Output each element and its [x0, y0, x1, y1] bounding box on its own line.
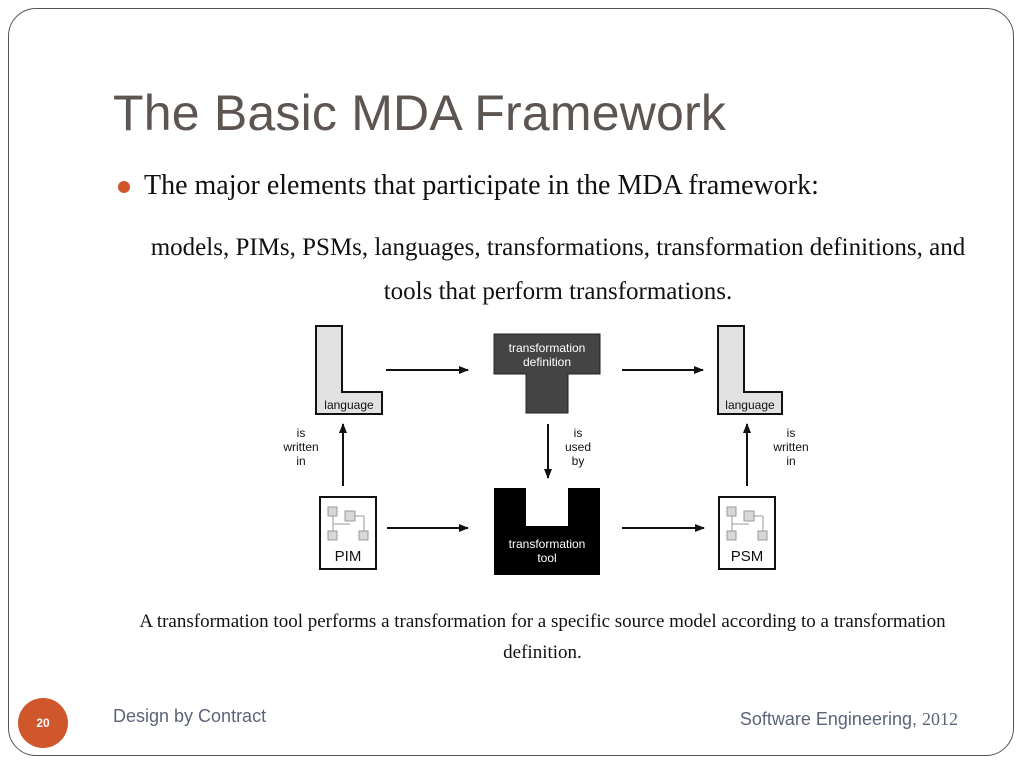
is-written-in-right-label: is written in	[772, 426, 808, 468]
language-right-label: language	[725, 398, 775, 412]
bullet-text: The major elements that participate in t…	[144, 170, 819, 201]
psm-label: PSM	[731, 548, 764, 565]
slide-title: The Basic MDA Framework	[113, 85, 727, 141]
language-left-node: language	[315, 325, 383, 415]
transformation-tool-label-line1: transformation	[509, 537, 586, 551]
footer-left-text: Design by Contract	[113, 706, 267, 726]
pim-node: PIM	[319, 496, 377, 570]
transformation-tool-label-line2: tool	[537, 551, 556, 565]
transformation-tool-node: transformation tool	[494, 488, 600, 575]
svg-text:is: is	[297, 426, 306, 440]
page-number-badge: 20	[18, 698, 68, 748]
svg-text:by: by	[572, 454, 585, 468]
footer-course-text: Software Engineering,	[739, 709, 917, 729]
is-used-by-label: is used by	[565, 426, 591, 468]
bullet-dot-icon	[118, 181, 130, 193]
pim-label: PIM	[335, 548, 362, 565]
svg-text:used: used	[565, 440, 591, 454]
is-written-in-left-label: is written in	[282, 426, 318, 468]
svg-text:in: in	[296, 454, 305, 468]
svg-text:is: is	[574, 426, 583, 440]
model-diagram-icon	[726, 506, 768, 541]
bullet-item: The major elements that participate in t…	[118, 170, 819, 202]
psm-node: PSM	[718, 496, 776, 570]
svg-text:written: written	[772, 440, 808, 454]
transformation-definition-label-line2: definition	[523, 355, 571, 369]
svg-text:in: in	[786, 454, 795, 468]
model-diagram-icon	[327, 506, 369, 541]
slide-frame	[8, 8, 1014, 756]
language-left-label: language	[324, 398, 374, 412]
sub-bullet-text: models, PIMs, PSMs, languages, transform…	[150, 234, 966, 305]
footer-right: Software Engineering, 2012	[740, 709, 958, 730]
transformation-definition-label-line1: transformation	[509, 341, 586, 355]
transformation-definition-node: transformation definition	[493, 333, 601, 414]
language-right-node: language	[717, 325, 783, 415]
footer-year: 2012	[922, 709, 958, 729]
svg-text:is: is	[787, 426, 796, 440]
diagram-caption: A transformation tool performs a transfo…	[139, 611, 946, 663]
svg-text:written: written	[282, 440, 318, 454]
